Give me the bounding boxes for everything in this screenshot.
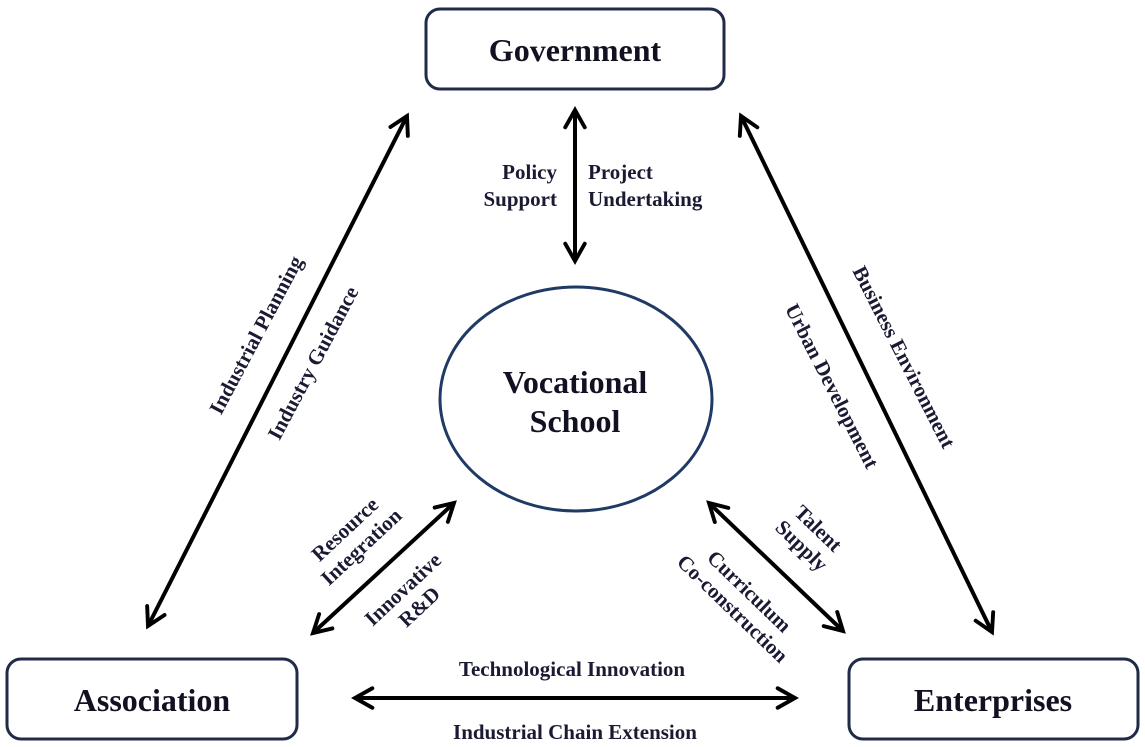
arrow-government-enterprises [737, 112, 996, 636]
policy-support-label-line1: Policy [502, 160, 557, 184]
vocational-school-ellipse [438, 285, 714, 513]
vocational-school-node: Vocational School [438, 285, 714, 513]
industrial-chain-extension-label: Industrial Chain Extension [453, 720, 697, 744]
association-box [5, 657, 299, 741]
vocational-school-label-line2: School [530, 403, 621, 439]
enterprises-node: Enterprises [847, 657, 1140, 741]
government-box [424, 7, 726, 91]
vocational-school-label-line1: Vocational [503, 364, 648, 400]
association-label: Association [74, 682, 231, 718]
enterprises-box [847, 657, 1140, 741]
government-label: Government [489, 32, 662, 68]
urban-development-label: Urban Development [780, 300, 884, 473]
technological-innovation-label: Technological Innovation [459, 657, 686, 681]
government-node: Government [424, 7, 726, 91]
enterprises-label: Enterprises [914, 682, 1072, 718]
arrow-school-enterprises [706, 500, 846, 634]
arrow-government-association [145, 112, 410, 630]
arrow-association-school [310, 500, 457, 636]
project-undertaking-label-line2: Undertaking [588, 187, 703, 211]
policy-support-label-line2: Support [483, 187, 557, 211]
association-node: Association [5, 657, 299, 741]
project-undertaking-label-line1: Project [588, 160, 653, 184]
